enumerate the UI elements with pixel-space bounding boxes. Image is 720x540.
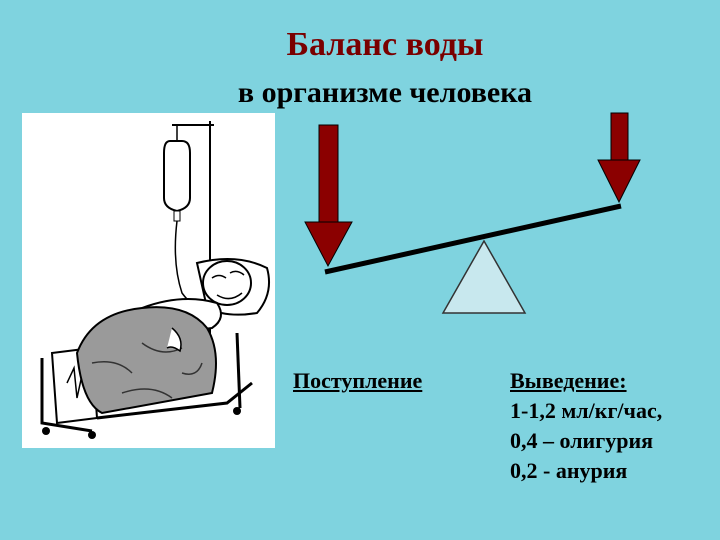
output-line: 0,2 - анурия <box>510 458 628 483</box>
slide-subtitle: в организме человека <box>237 76 533 109</box>
slide-title: Баланс воды <box>286 26 484 63</box>
output-label: Выведение: <box>510 368 627 393</box>
patient-in-bed-icon <box>40 121 270 439</box>
patient-illustration <box>22 113 275 448</box>
fulcrum-triangle <box>441 239 527 314</box>
output-line: 0,4 – олигурия <box>510 428 654 453</box>
balance-beam <box>324 203 622 275</box>
intake-arrow-icon <box>304 124 353 268</box>
output-line: 1-1,2 мл/кг/час, <box>510 398 663 423</box>
output-block: Выведение: 1-1,2 мл/кг/час, 0,4 – олигур… <box>510 366 662 486</box>
intake-label: Поступление <box>293 368 423 393</box>
output-arrow-icon <box>597 112 641 204</box>
